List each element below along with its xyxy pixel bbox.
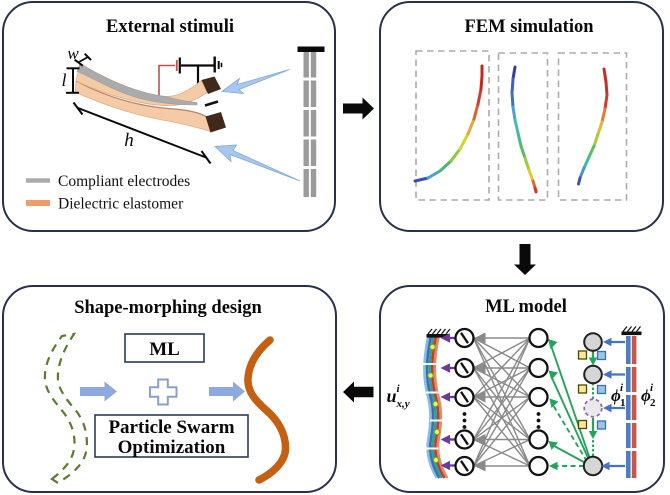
svg-text:External stimuli: External stimuli: [106, 17, 234, 37]
svg-text:Particle Swarm: Particle Swarm: [108, 417, 234, 438]
svg-text:Dielectric elastomer: Dielectric elastomer: [58, 196, 184, 213]
svg-text:w: w: [67, 44, 79, 63]
svg-text:FEM simulation: FEM simulation: [465, 17, 595, 37]
svg-text:1: 1: [620, 397, 626, 409]
svg-text:ϕ: ϕ: [611, 386, 621, 405]
svg-text:Compliant electrodes: Compliant electrodes: [58, 173, 190, 190]
svg-text:i: i: [620, 382, 624, 394]
svg-text:h: h: [124, 130, 134, 151]
svg-text:2: 2: [650, 397, 656, 409]
svg-text:i: i: [397, 383, 401, 395]
svg-text:ML: ML: [149, 339, 180, 360]
svg-text:l: l: [61, 70, 66, 90]
svg-text:x,y: x,y: [396, 398, 410, 410]
svg-text:ϕ: ϕ: [641, 386, 651, 405]
svg-text:i: i: [650, 382, 654, 394]
svg-text:u: u: [387, 386, 397, 406]
svg-text:Shape-morphing design: Shape-morphing design: [74, 298, 262, 318]
svg-text:Optimization: Optimization: [118, 437, 226, 458]
svg-text:ML model: ML model: [485, 297, 567, 317]
